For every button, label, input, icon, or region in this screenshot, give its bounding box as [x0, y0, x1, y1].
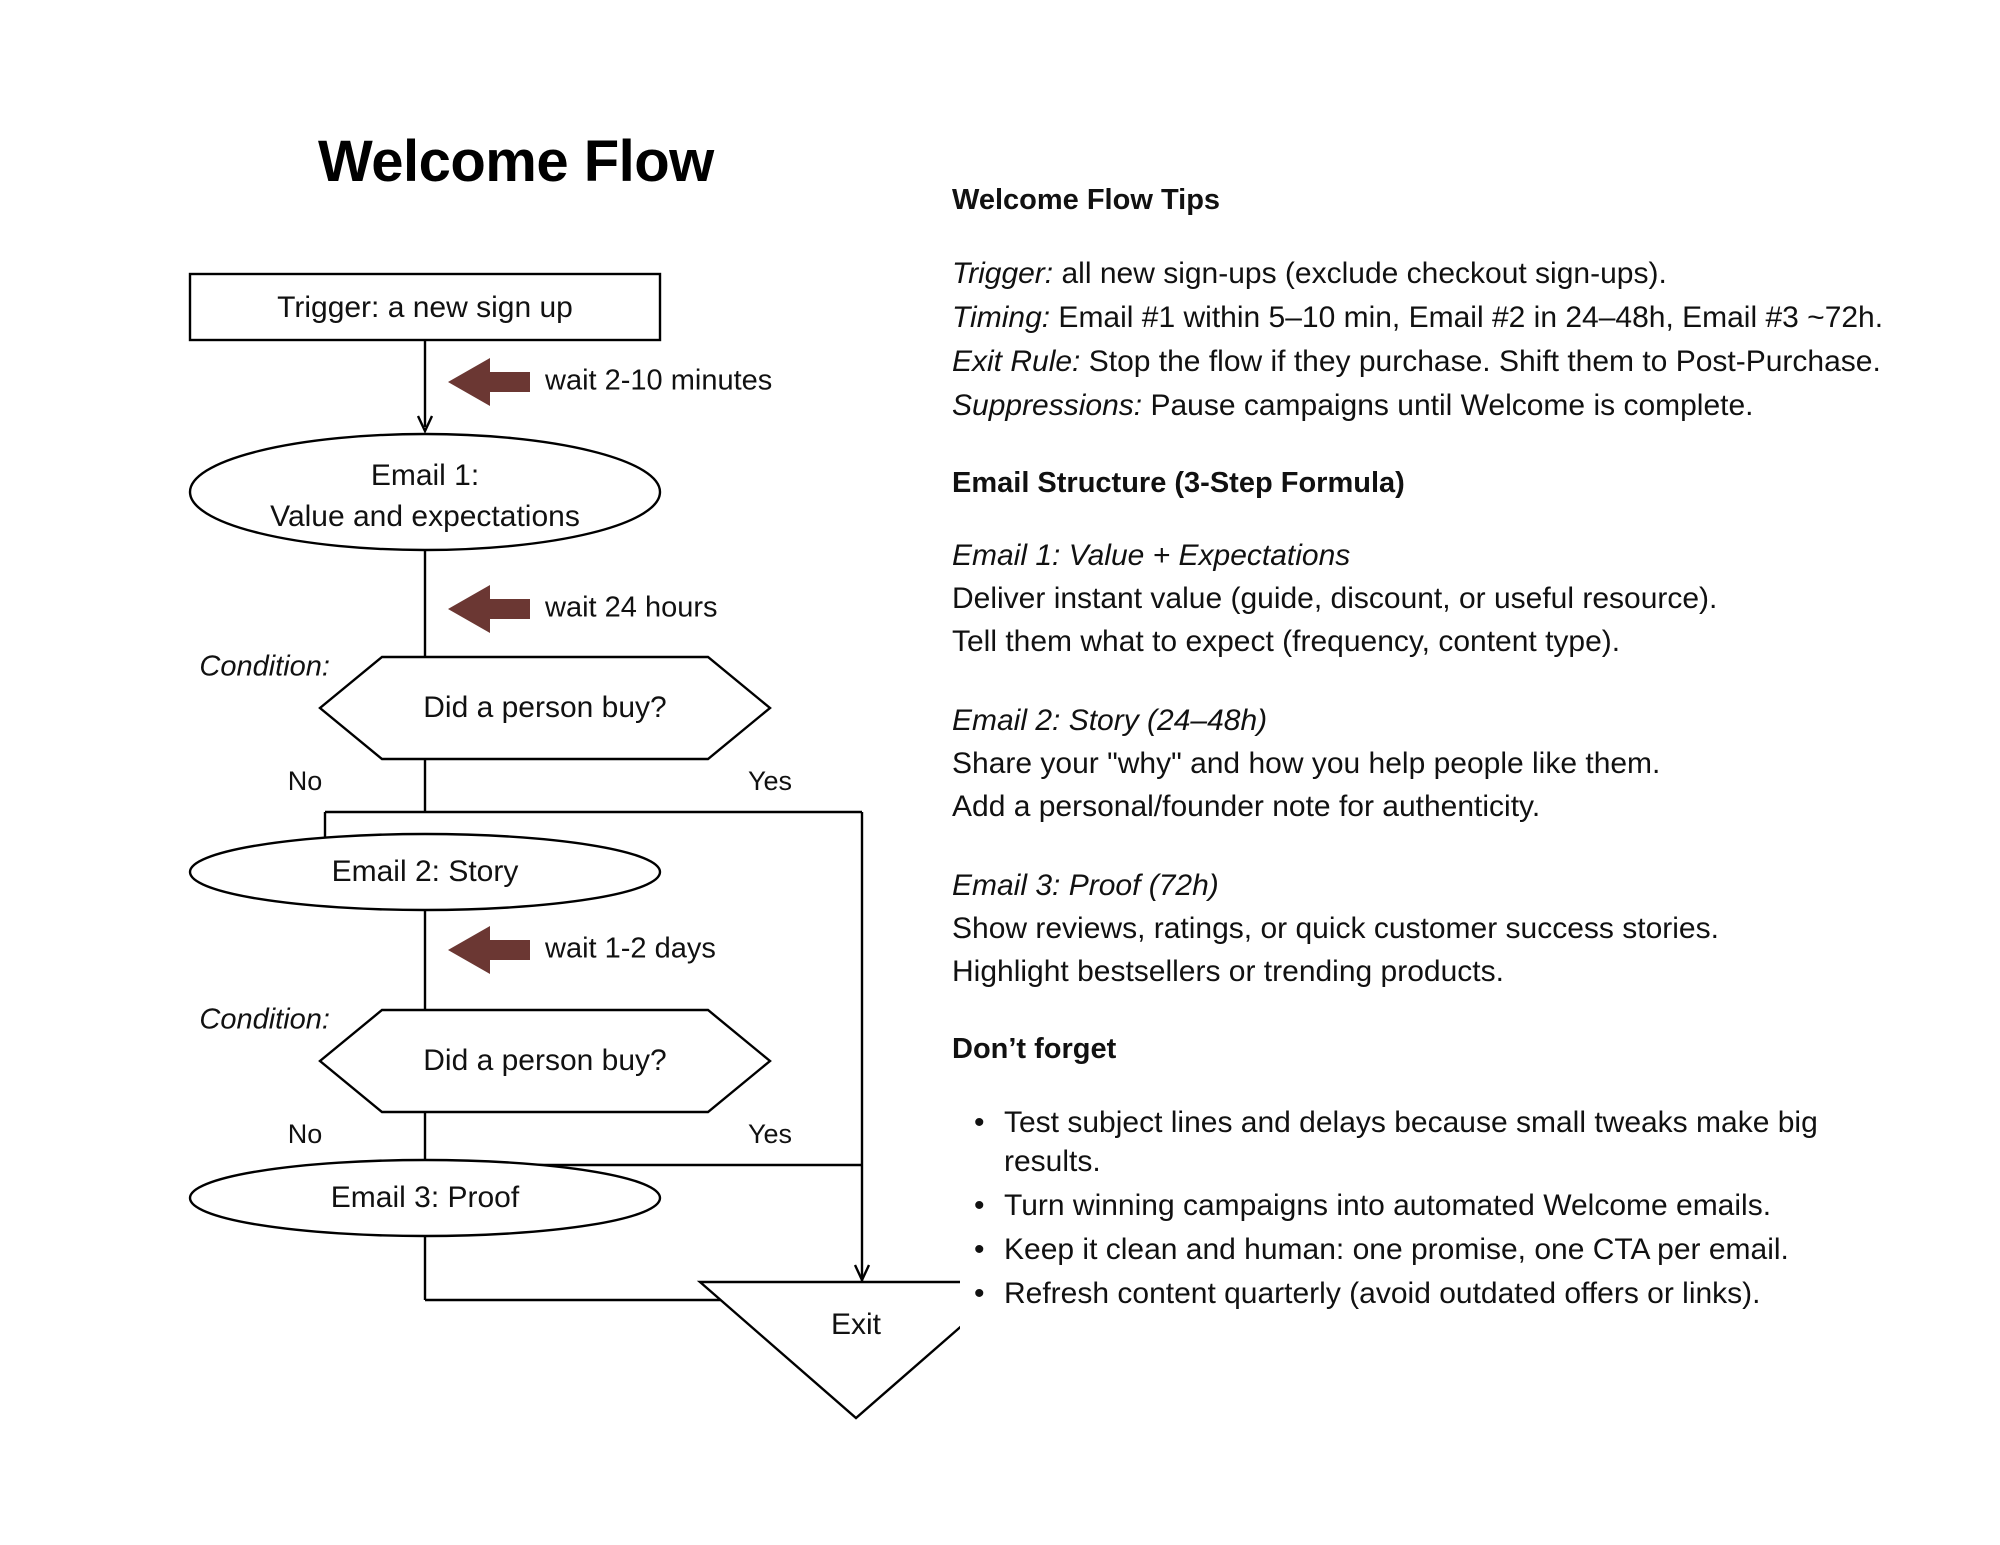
dont-forget-list: Test subject lines and delays because sm…: [952, 1103, 1952, 1313]
email-structure-heading: Email Structure (3-Step Formula): [952, 466, 1405, 499]
email-1-line-2: Tell them what to expect (frequency, con…: [952, 625, 1621, 659]
email-structure-item-1: Email 1: Value + Expectations Deliver in…: [952, 536, 1952, 661]
tips-rule-trigger: Trigger: all new sign-ups (exclude check…: [952, 254, 1952, 293]
node-email-3-label: Email 3: Proof: [331, 1181, 520, 1214]
tips-rule-suppressions: Suppressions: Pause campaigns until Welc…: [952, 386, 1952, 425]
node-condition-1-label: Did a person buy?: [423, 691, 667, 724]
email-structure-item-3: Email 3: Proof (72h) Show reviews, ratin…: [952, 866, 1952, 991]
tips-rules-group: Trigger: all new sign-ups (exclude check…: [952, 254, 1952, 425]
branch-2-yes-label: Yes: [748, 1119, 792, 1149]
node-condition-1[interactable]: Did a person buy?: [318, 655, 772, 761]
node-email-2-label: Email 2: Story: [332, 855, 519, 888]
node-trigger-label: Trigger: a new sign up: [277, 291, 573, 324]
left-arrow-icon: [448, 358, 530, 406]
branch-2-no-label: No: [288, 1119, 323, 1149]
branch-1-no-label: No: [288, 766, 323, 796]
email-3-line-2: Highlight bestsellers or trending produc…: [952, 955, 1504, 989]
tips-rule-trigger-label: Trigger:: [952, 256, 1054, 290]
tips-rule-timing: Timing: Email #1 within 5–10 min, Email …: [952, 298, 1952, 337]
wait-1-annotation: wait 2-10 minutes: [448, 358, 772, 406]
wait-3-annotation: wait 1-2 days: [448, 926, 716, 974]
node-exit[interactable]: Exit: [696, 1280, 960, 1420]
email-2-line-2: Add a personal/founder note for authenti…: [952, 790, 1541, 824]
tips-rule-exit-text: Stop the flow if they purchase. Shift th…: [1080, 344, 1881, 378]
left-arrow-icon: [448, 926, 530, 974]
tips-rule-trigger-text: all new sign-ups (exclude checkout sign-…: [1053, 256, 1667, 290]
condition-1-prefix: Condition:: [199, 651, 330, 683]
list-item: Test subject lines and delays because sm…: [974, 1103, 1904, 1181]
tips-rule-suppressions-label: Suppressions:: [952, 388, 1143, 422]
condition-2-prefix: Condition:: [199, 1004, 330, 1036]
email-2-line-1: Share your "why" and how you help people…: [952, 747, 1661, 781]
tips-rule-timing-label: Timing:: [952, 300, 1051, 334]
list-item: Keep it clean and human: one promise, on…: [974, 1230, 1904, 1269]
tips-rule-suppressions-text: Pause campaigns until Welcome is complet…: [1142, 388, 1754, 422]
email-2-subtitle: Email 2: Story (24–48h): [952, 704, 1268, 738]
tips-rule-exit-label: Exit Rule:: [952, 344, 1081, 378]
wait-2-label: wait 24 hours: [544, 592, 718, 624]
page-title: Welcome Flow: [318, 129, 714, 194]
tips-rule-exit: Exit Rule: Stop the flow if they purchas…: [952, 342, 1952, 381]
email-structure-item-2: Email 2: Story (24–48h) Share your "why"…: [952, 701, 1952, 826]
wait-2-annotation: wait 24 hours: [448, 585, 718, 633]
email-1-subtitle: Email 1: Value + Expectations: [952, 539, 1351, 573]
tips-rule-timing-text: Email #1 within 5–10 min, Email #2 in 24…: [1050, 300, 1884, 334]
node-condition-2[interactable]: Did a person buy?: [318, 1008, 772, 1114]
node-condition-2-label: Did a person buy?: [423, 1044, 667, 1077]
node-email-1-line-2: Value and expectations: [270, 500, 580, 533]
list-item: Turn winning campaigns into automated We…: [974, 1186, 1904, 1225]
connector-trigger-to-email1: [416, 340, 434, 434]
tips-heading: Welcome Flow Tips: [952, 184, 1221, 216]
flowchart-canvas: Trigger: a new sign up wait 2-10 minutes…: [188, 272, 960, 1420]
wait-1-label: wait 2-10 minutes: [544, 365, 772, 397]
flowchart-panel: Welcome Flow Trigger: a new sign up wait…: [0, 0, 960, 1545]
list-item: Refresh content quarterly (avoid outdate…: [974, 1274, 1904, 1313]
node-email-1-line-1: Email 1:: [371, 459, 479, 492]
dont-forget-heading: Don’t forget: [952, 1033, 1117, 1066]
node-exit-label: Exit: [831, 1308, 882, 1341]
node-email-2[interactable]: Email 2: Story: [188, 832, 662, 912]
node-email-1[interactable]: Email 1: Value and expectations: [188, 432, 662, 552]
wait-3-label: wait 1-2 days: [544, 933, 716, 965]
email-3-subtitle: Email 3: Proof (72h): [952, 869, 1219, 903]
node-trigger[interactable]: Trigger: a new sign up: [188, 272, 662, 342]
tips-panel: Welcome Flow Tips Trigger: all new sign-…: [952, 182, 1952, 1318]
email-3-line-1: Show reviews, ratings, or quick customer…: [952, 912, 1719, 946]
node-email-3[interactable]: Email 3: Proof: [188, 1158, 662, 1238]
left-arrow-icon: [448, 585, 530, 633]
branch-1-yes-label: Yes: [748, 766, 792, 796]
email-1-line-1: Deliver instant value (guide, discount, …: [952, 582, 1718, 616]
